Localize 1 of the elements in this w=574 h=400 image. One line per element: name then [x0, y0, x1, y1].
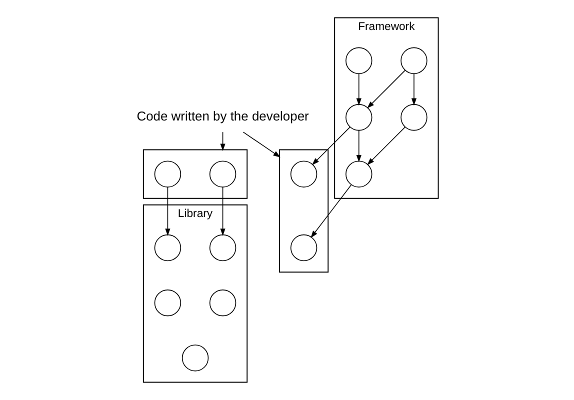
node-text: Code written by the developer [136, 108, 309, 124]
